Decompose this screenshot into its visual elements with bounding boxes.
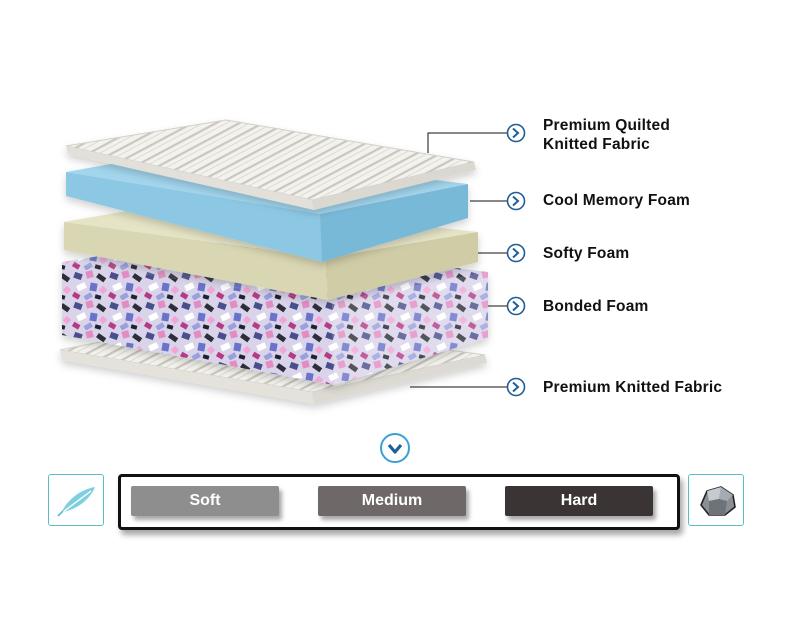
layer-label-softy-foam: Softy Foam [543, 244, 629, 263]
arrow-right-icon [506, 191, 526, 211]
rock-icon [700, 486, 736, 516]
layer-label-cool-memory-foam: Cool Memory Foam [543, 191, 690, 210]
label-line: Premium Quilted [543, 117, 671, 134]
soft-button[interactable]: Soft [131, 486, 279, 516]
hard-end-indicator [688, 474, 744, 526]
chevron-down-circle-icon[interactable] [380, 433, 410, 463]
label-line: Premium Knitted Fabric [543, 379, 723, 396]
label-line: Bonded Foam [543, 298, 649, 315]
layer-label-premium-quilted-knitted-fabric: Premium Quilted Knitted Fabric [543, 116, 670, 154]
arrow-right-icon [506, 377, 526, 397]
feather-icon [57, 487, 95, 517]
layer-label-bonded-foam: Bonded Foam [543, 297, 649, 316]
medium-button[interactable]: Medium [318, 486, 466, 516]
arrow-right-icon [506, 243, 526, 263]
leader-lines [410, 132, 509, 388]
arrow-right-icon [506, 296, 526, 316]
premium-quilted-knitted-fabric-layer [65, 119, 476, 210]
label-line: Cool Memory Foam [543, 192, 691, 209]
arrow-right-icon [506, 123, 526, 143]
firmness-scale: Soft Medium Hard [118, 474, 680, 530]
arrow-markers [506, 123, 526, 397]
layer-label-premium-knitted-fabric: Premium Knitted Fabric [543, 378, 722, 397]
soft-end-indicator [48, 474, 104, 526]
label-line: Softy Foam [543, 245, 630, 262]
hard-button[interactable]: Hard [505, 486, 653, 516]
label-line: Knitted Fabric [543, 136, 651, 153]
